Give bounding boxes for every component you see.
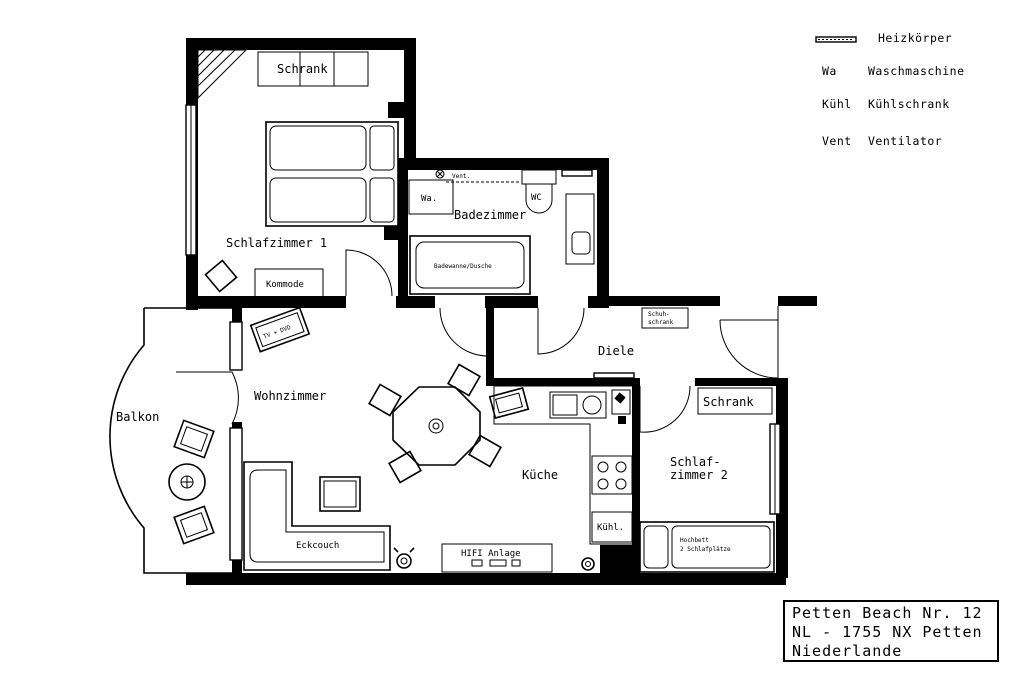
schuhschrank-label-1: Schuh- bbox=[648, 311, 670, 318]
room-label-balkon: Balkon bbox=[116, 410, 159, 424]
room-label-schlafzimmer-2-line2: zimmer 2 bbox=[670, 468, 728, 482]
ventilator-label: Vent. bbox=[452, 173, 470, 180]
schuhschrank-label-2: schrank bbox=[648, 319, 674, 326]
kitchen-counter bbox=[488, 385, 635, 545]
plant-icon bbox=[393, 547, 415, 569]
washing-machine-label: Wa. bbox=[421, 194, 437, 204]
kommode-label: Kommode bbox=[266, 280, 304, 290]
washbasin bbox=[565, 193, 595, 265]
svg-text:TV + DVD: TV + DVD bbox=[262, 324, 292, 341]
room-label-kueche: Küche bbox=[522, 468, 558, 482]
hifi-anlage: HIFI Anlage bbox=[441, 543, 553, 573]
svg-text:2 Schlafplätze: 2 Schlafplätze bbox=[680, 546, 731, 553]
room-label-badezimmer: Badezimmer bbox=[454, 208, 526, 222]
fridge bbox=[591, 511, 633, 543]
svg-text:Hochbett: Hochbett bbox=[680, 537, 709, 544]
ventilator-icon bbox=[435, 169, 445, 179]
balcony bbox=[109, 307, 232, 574]
legend-label-vent: Ventilator bbox=[868, 134, 942, 148]
bathtub: Badewanne/Dusche bbox=[409, 235, 531, 295]
legend-label-kuehl: Kühlschrank bbox=[868, 97, 950, 111]
address-line-3: Niederlande bbox=[792, 642, 902, 660]
address-line-2: NL - 1755 NX Petten bbox=[792, 623, 983, 641]
svg-text:WC: WC bbox=[531, 193, 542, 203]
schuhschrank bbox=[641, 307, 689, 329]
room-label-schlafzimmer-1: Schlafzimmer 1 bbox=[226, 236, 327, 250]
kommode bbox=[254, 268, 324, 298]
room-label-diele: Diele bbox=[598, 344, 634, 358]
bath-heater bbox=[561, 169, 593, 177]
svg-text:HIFI Anlage: HIFI Anlage bbox=[461, 549, 521, 559]
diele-heater bbox=[593, 372, 635, 379]
schrank-2 bbox=[697, 387, 773, 415]
eckcouch-label: Eckcouch bbox=[296, 541, 339, 551]
balcony-furniture bbox=[168, 419, 215, 545]
tv-stand: TV + DVD bbox=[249, 306, 311, 353]
doors bbox=[176, 249, 779, 433]
double-bed bbox=[265, 121, 399, 227]
address-line-1: Petten Beach Nr. 12 bbox=[792, 604, 983, 622]
address-box: Petten Beach Nr. 12 NL - 1755 NX Petten … bbox=[783, 600, 999, 662]
dining-table bbox=[368, 363, 502, 484]
hochbett: Hochbett 2 Schlafplätze bbox=[639, 521, 775, 573]
washing-machine bbox=[408, 179, 454, 215]
walls bbox=[186, 38, 817, 585]
stairs-corner bbox=[197, 49, 248, 100]
stove bbox=[591, 455, 633, 495]
legend-heater-label: Heizkörper bbox=[878, 31, 952, 45]
legend-code-kuehl: Kühl bbox=[822, 97, 852, 111]
eckcouch bbox=[243, 461, 391, 571]
room-label-schlafzimmer-2-line1: Schlaf- bbox=[670, 455, 721, 469]
wc: WC bbox=[521, 169, 557, 214]
room-label-wohnzimmer: Wohnzimmer bbox=[254, 389, 326, 403]
legend-label-wa: Waschmaschine bbox=[868, 64, 965, 78]
schrank-2-label: Schrank bbox=[703, 395, 754, 409]
fridge-label: Kühl. bbox=[597, 523, 624, 533]
svg-text:Badewanne/Dusche: Badewanne/Dusche bbox=[434, 263, 492, 270]
coffee-table bbox=[319, 476, 361, 512]
legend-code-vent: Vent bbox=[822, 134, 852, 148]
windows bbox=[185, 104, 781, 561]
schrank-1-label: Schrank bbox=[277, 62, 328, 76]
chair-bedroom1 bbox=[204, 259, 238, 293]
legend: Heizkörper Wa Waschmaschine Kühl Kühlsch… bbox=[815, 31, 965, 148]
bin-icon bbox=[581, 557, 595, 571]
legend-code-wa: Wa bbox=[822, 64, 837, 78]
schrank-1 bbox=[257, 51, 369, 87]
